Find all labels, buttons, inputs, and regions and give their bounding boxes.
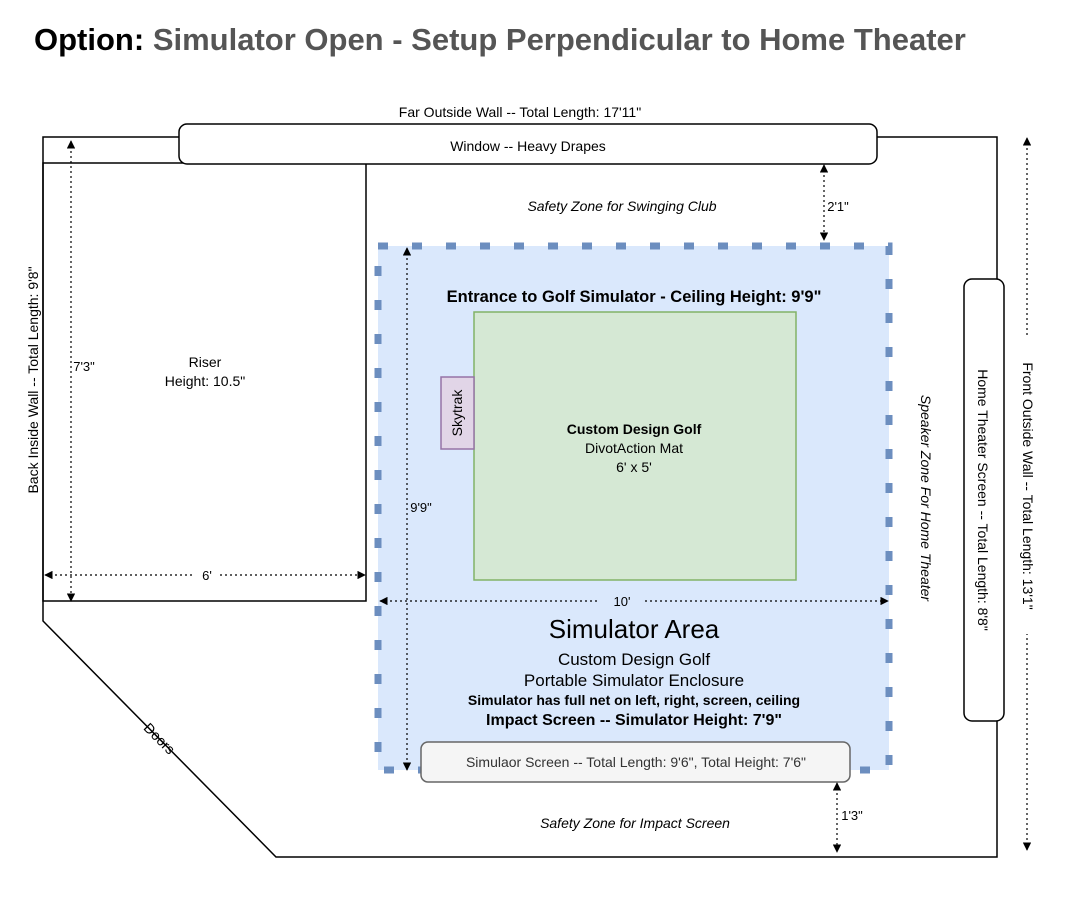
mat-size: 6' x 5' [616, 459, 652, 475]
safety-impact-label: Safety Zone for Impact Screen [540, 815, 730, 831]
riser-width-label-bg [194, 566, 220, 584]
enclosure-width-label: 10' [614, 594, 631, 609]
riser-depth-label: 7'3" [73, 359, 95, 374]
golf-mat [473, 311, 797, 581]
title-prefix: Option: [34, 22, 145, 57]
far-wall-label: Far Outside Wall -- Total Length: 17'11" [399, 104, 641, 120]
simulator-area-title: Simulator Area [549, 614, 720, 644]
impact-note: Impact Screen -- Simulator Height: 7'9" [486, 712, 782, 729]
safety-swing-dimension-label: 2'1" [827, 199, 849, 214]
entrance-label: Entrance to Golf Simulator - Ceiling Hei… [447, 288, 822, 306]
skytrak-label: Skytrak [449, 389, 465, 437]
window [178, 123, 878, 165]
front-wall-label-bg [1017, 338, 1039, 634]
theater-screen-label: Home Theater Screen -- Total Length: 8'8… [975, 369, 991, 631]
enclosure-depth-label: 9'9" [410, 500, 432, 515]
simulator-area-line1: Custom Design Golf [558, 650, 710, 669]
room-walls [42, 136, 998, 858]
window-label: Window -- Heavy Drapes [450, 138, 606, 154]
home-theater-screen [963, 278, 1005, 722]
front-wall-label: Front Outside Wall -- Total Length: 13'1… [1020, 362, 1036, 609]
page-title: Option: Simulator Open - Setup Perpendic… [34, 22, 966, 58]
title-text: Simulator Open - Setup Perpendicular to … [152, 22, 966, 57]
riser-label: Riser [189, 354, 222, 370]
simulator-area-line2: Portable Simulator Enclosure [524, 671, 744, 690]
net-note: Simulator has full net on left, right, s… [468, 692, 800, 708]
enclosure-width-label-bg [600, 592, 644, 610]
riser-height-label: Height: 10.5" [165, 373, 245, 389]
safety-swing-label: Safety Zone for Swinging Club [527, 198, 716, 214]
mat-line2: DivotAction Mat [585, 440, 683, 456]
safety-impact-dimension-label: 1'3" [841, 808, 863, 823]
speaker-zone-label: Speaker Zone For Home Theater [918, 395, 934, 603]
simulator-screen [420, 741, 851, 783]
doors-label: Doors [141, 720, 179, 758]
skytrak-unit [440, 376, 475, 450]
back-wall-label: Back Inside Wall -- Total Length: 9'8" [25, 266, 41, 493]
mat-line1: Custom Design Golf [567, 421, 702, 437]
riser-width-label: 6' [202, 568, 212, 583]
sim-screen-label: Simulaor Screen -- Total Length: 9'6", T… [466, 754, 806, 770]
